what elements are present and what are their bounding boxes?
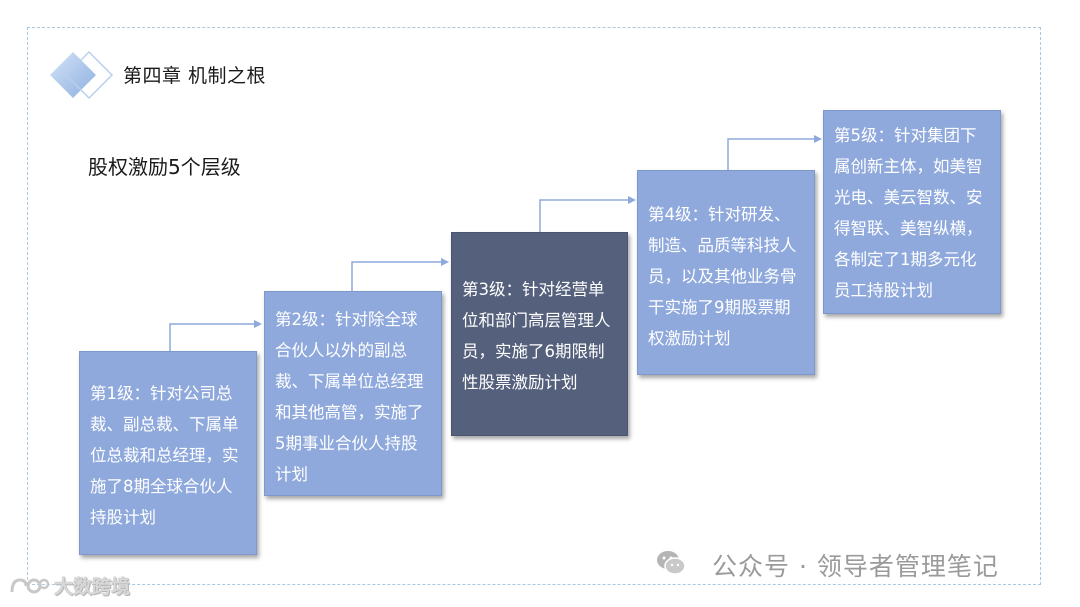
watermark-logo-icon — [10, 578, 50, 594]
level-3-box: 第3级：针对经营单位和部门高层管理人员，实施了6期限制性股票激励计划 — [451, 232, 628, 436]
level-1-box: 第1级：针对公司总裁、副总裁、下属单位总裁和总经理，实施了8期全球合伙人持股计划 — [79, 351, 257, 555]
level-4-box: 第4级：针对研发、制造、品质等科技人员，以及其他业务骨干实施了9期股票期权激励计… — [637, 170, 815, 375]
watermark-text: 大数跨境 — [54, 576, 131, 598]
wechat-icon — [657, 551, 686, 575]
chapter-title: 第四章 机制之根 — [123, 65, 267, 87]
page-subtitle: 股权激励5个层级 — [88, 155, 241, 179]
level-5-box: 第5级：针对集团下属创新主体，如美智光电、美云智数、安得智联、美智纵横，各制定了… — [823, 110, 1001, 314]
slide-frame — [27, 27, 1041, 585]
source-caption: 公众号 · 领导者管理笔记 — [712, 552, 999, 581]
diamond-logo-icon — [50, 50, 114, 100]
level-2-box: 第2级：针对除全球合伙人以外的副总裁、下属单位总经理和其他高管，实施了5期事业合… — [264, 291, 442, 496]
